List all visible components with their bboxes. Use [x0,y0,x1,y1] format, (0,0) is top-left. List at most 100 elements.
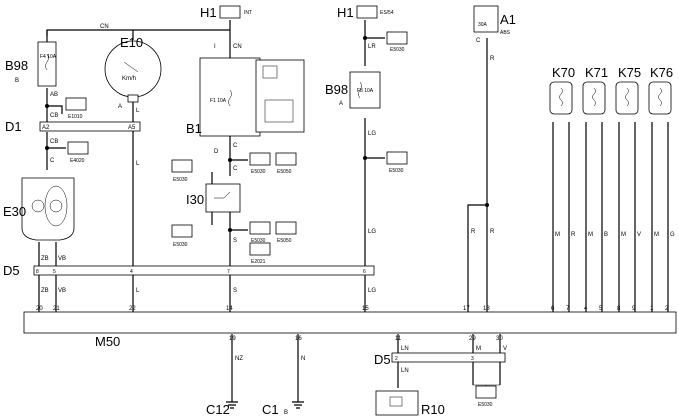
pin-20: 20 [36,306,43,312]
ref-e5050-i30: E5050 [277,238,292,244]
switch-i30-contact [214,191,231,199]
wire-code-lg: LG [368,131,376,137]
fuse-f4-rating: F4 10A [40,54,57,60]
e5050-symbol-b1 [275,152,297,166]
wire-code-zb-2: ZB [41,288,49,294]
junction-dot [363,156,367,160]
wire-code-v-bottom: V [503,346,507,352]
e4020-symbol [67,141,89,155]
pin-7: 7 [566,306,570,312]
fuse-box-b98-right [349,71,381,109]
d5-pin-4: 4 [130,269,133,275]
wire-code-cn-v: CN [233,44,242,50]
pin-a5: A5 [128,125,136,131]
wire-code-vb-2: VB [58,288,66,294]
d5-pin-5: 5 [53,269,56,275]
wire-code-c-b1: C [233,143,238,149]
pin-1: 1 [650,306,654,312]
ref-e4020: E4020 [70,158,85,164]
wire-code-s-2: S [233,288,237,294]
pin-14: 14 [226,306,233,312]
wire-code-ln: LN [401,346,409,352]
tag-a-b98r: A [339,101,343,107]
b1-detail-inner-top [262,65,278,79]
wire-code-nz: NZ [235,356,243,362]
e5050-symbol-i30 [275,221,297,235]
wire-code-l-2: L [136,161,140,167]
wire-code-cb-2: CB [50,139,58,145]
ref-e5030-bottom: E5030 [478,402,493,408]
junction-dot [45,146,49,150]
d5-pin-7: 7 [227,269,230,275]
wire-code-r-3: R [471,229,476,235]
e30-lamp-group [44,185,68,227]
wire-code-lr: LR [368,44,376,50]
e2021-symbol [249,242,271,256]
wire-k76 [651,122,669,312]
pin-8: 8 [617,306,621,312]
wire-k71 [585,122,603,312]
fuse-symbol-b98-right [358,81,362,99]
pin-2: 2 [665,306,669,312]
junction-dot [363,36,367,40]
pin-16: 16 [295,336,302,342]
ref-e5030-i30: E5030 [251,238,266,244]
tag-es54: ES/54 [380,10,394,16]
pin-22: 22 [129,306,136,312]
e30-lamp-right [49,199,63,213]
ref-e1010: E1010 [68,114,83,120]
e10-unit: Km/h [122,76,136,82]
label-a1: A1 [500,12,516,27]
relay-coils [559,87,662,107]
ref-e5030-es54: E5030 [390,47,405,53]
instrument-panel-e30 [21,177,75,241]
e5030-symbol-i30-a [249,221,271,235]
label-e10: E10 [120,35,143,50]
label-c12: C12 [206,402,230,417]
wire-code-vb: VB [58,256,66,262]
wire-code-s: S [233,238,237,244]
label-d5-bottom: D5 [374,352,391,367]
label-b98-right: B98 [325,82,348,97]
battery-a1 [473,5,499,33]
wire-e1010-branch [47,105,63,114]
wire-code-m-k75: M [621,232,626,238]
wire-code-m-k70: M [555,232,560,238]
wire-code-l: L [136,108,140,114]
label-e30: E30 [3,204,26,219]
wire-a1-branch [467,204,487,312]
d5-pin-numbers: 8 5 4 7 6 2 3 [36,269,474,362]
speedometer-needle [123,61,139,73]
wire-code-l-3: L [136,288,140,294]
wire-k70 [552,122,570,312]
pin-19: 19 [229,336,236,342]
label-k70: K70 [552,65,575,80]
relay-k76 [648,81,672,115]
wire-code-ab: AB [50,92,58,98]
pin-15: 15 [362,306,369,312]
label-d1: D1 [5,119,22,134]
relay-k75 [615,81,639,115]
wire-code-m-k76: M [654,232,659,238]
wire-code-g-k76: G [670,232,675,238]
e5030-symbol-es54 [386,31,408,45]
junction-dot [228,158,232,162]
wire-code-v-k75: V [637,232,641,238]
b1-detail-inner-bottom [264,99,294,123]
label-c1: C1 [262,402,279,417]
junction-dot [485,203,489,207]
fuse-f8-rating: F8 10A [357,88,374,94]
tag-int: INT [244,10,252,16]
a1-rating: 30A [478,22,488,28]
ground-c12-icon [226,401,238,409]
pin-5: 5 [599,306,603,312]
connector-d5-bottom-bar [391,352,506,363]
m50-body-bar [23,311,677,334]
label-b1: B1 [186,121,202,136]
fuse-symbol-b98-left [45,53,49,71]
d5b-pin-3: 3 [471,356,474,362]
ref-e5030-b1: E5030 [251,169,266,175]
wire-code-cb: CB [50,113,58,119]
radio-r10 [375,390,419,416]
